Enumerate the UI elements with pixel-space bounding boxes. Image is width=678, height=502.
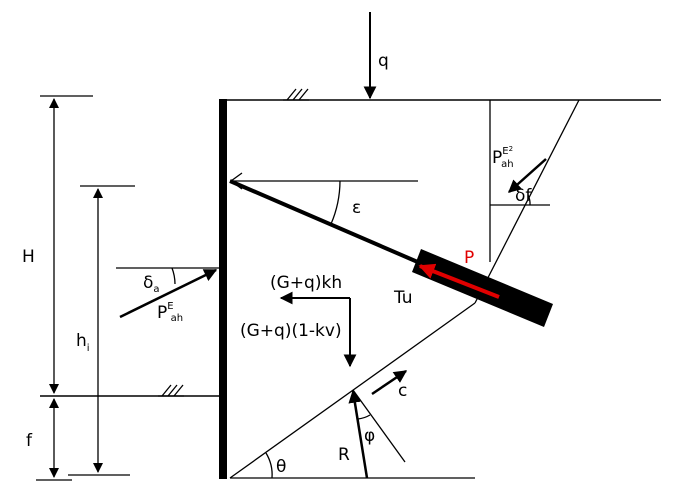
anchor-bond-body	[412, 249, 553, 327]
anchor-head-mark	[229, 172, 243, 190]
pe-ah-left-arrow	[119, 268, 218, 319]
label-p-red: P	[464, 248, 474, 268]
label-vertical-force: (G+q)(1-kv)	[240, 321, 342, 341]
label-delta-a: δa	[143, 273, 160, 295]
angle-arc-theta	[265, 452, 273, 479]
ground-hatch-bottom	[158, 384, 184, 397]
label-tu: Tu	[393, 288, 413, 308]
anchor-tendon	[229, 179, 421, 265]
label-delta-f: δf	[515, 186, 532, 206]
angle-arc-delta-f	[527, 194, 531, 206]
pe-ah-top-arrow	[508, 158, 547, 193]
label-c: c	[398, 381, 407, 401]
angle-arc-phi	[357, 414, 371, 420]
label-r: R	[338, 445, 350, 465]
angle-arc-epsilon	[330, 180, 341, 225]
wedge-back-edge	[474, 99, 580, 304]
retaining-wall	[219, 99, 227, 479]
reaction-r-arrow	[348, 389, 369, 479]
label-phi: φ	[364, 426, 375, 446]
label-h: H	[22, 247, 35, 267]
label-horizontal-force: (G+q)kh	[270, 273, 342, 293]
label-epsilon: ε	[352, 198, 361, 218]
label-theta: θ	[276, 457, 286, 477]
label-q: q	[378, 51, 389, 71]
label-f: f	[26, 431, 33, 451]
cohesion-c-arrow	[371, 369, 408, 396]
ground-hatch-top	[283, 88, 309, 101]
label-hi: hi	[76, 331, 90, 354]
angle-arc-delta-a	[171, 267, 176, 285]
anchor-force-p-arrow	[418, 263, 500, 299]
slip-plane-normal	[352, 389, 406, 463]
